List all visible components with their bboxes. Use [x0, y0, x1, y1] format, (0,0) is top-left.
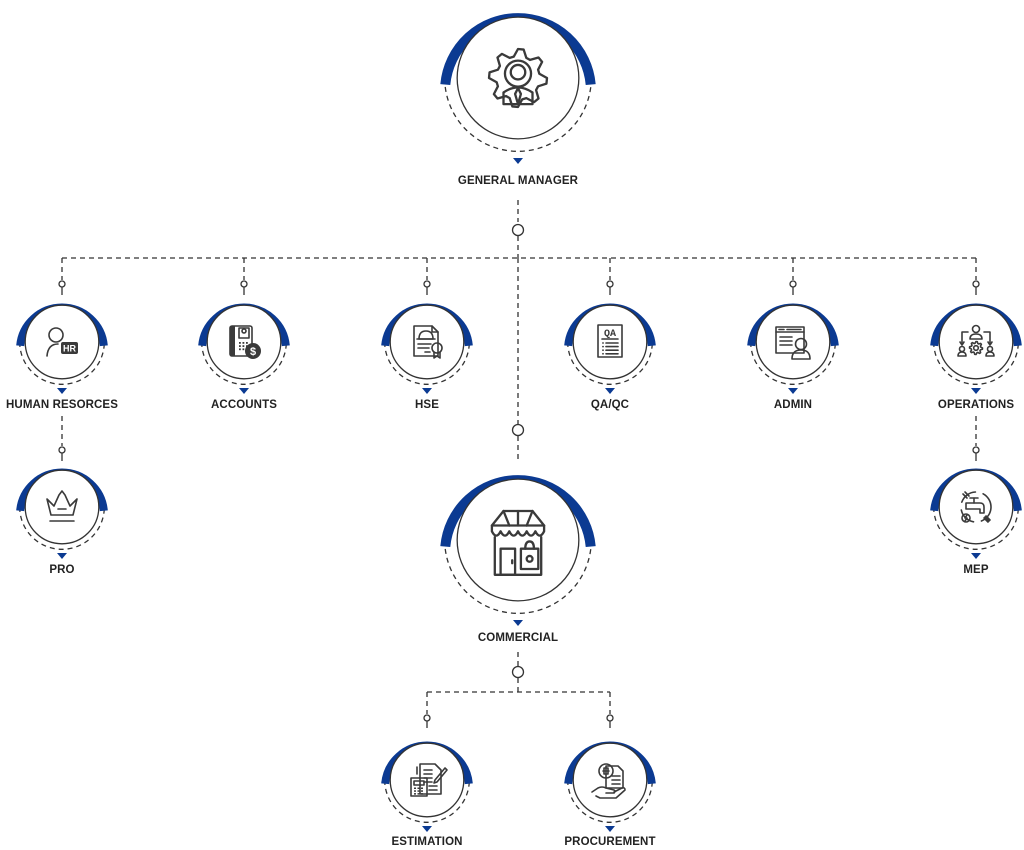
junction-node	[511, 223, 525, 237]
dashed-ring	[201, 341, 287, 385]
dashed-ring	[750, 341, 836, 385]
gear-person-icon	[487, 47, 549, 109]
node-circle[interactable]	[938, 469, 1014, 545]
hand-document-icon	[591, 763, 626, 799]
svg-text:QA: QA	[604, 329, 616, 340]
svg-text:HR: HR	[63, 344, 76, 354]
node-accounts[interactable]: $ ACCOUNTS	[198, 303, 290, 411]
node-mep[interactable]: MEP	[930, 468, 1022, 576]
safety-certificate-icon	[413, 325, 443, 359]
drop-pro	[58, 416, 66, 461]
dashed-ring	[384, 779, 470, 823]
storefront-icon	[490, 509, 546, 576]
node-commercial[interactable]: COMMERCIAL	[440, 475, 596, 644]
node-label: QA/QC	[591, 399, 629, 411]
node-label: MEP	[963, 564, 988, 576]
node-estimation[interactable]: ESTIMATION	[381, 741, 473, 848]
drop-admin	[789, 258, 797, 295]
node-circle[interactable]	[572, 742, 648, 818]
pointer-triangle-icon	[57, 553, 67, 559]
drop-commercial	[511, 258, 525, 462]
node-label: HUMAN RESORCES	[6, 399, 118, 411]
pointer-triangle-icon	[422, 826, 432, 832]
pointer-triangle-icon	[788, 388, 798, 394]
node-circle[interactable]	[456, 16, 580, 140]
dashed-ring	[933, 506, 1019, 550]
drop-commercial-children	[423, 652, 614, 728]
pointer-triangle-icon	[422, 388, 432, 394]
node-qa-qc[interactable]: QA QA/QC	[564, 303, 656, 411]
admin-window-person-icon	[775, 326, 811, 360]
node-operations[interactable]: OPERATIONS	[930, 303, 1022, 411]
node-label: PRO	[49, 564, 74, 576]
ledger-dollar-icon: $	[229, 325, 261, 359]
hr-person-icon: HR	[46, 327, 78, 357]
drop-operations	[972, 258, 980, 295]
node-label: ESTIMATION	[391, 836, 462, 848]
node-circle[interactable]	[572, 304, 648, 380]
pointer-triangle-icon	[971, 553, 981, 559]
pointer-triangle-icon	[605, 388, 615, 394]
node-label: HSE	[415, 399, 439, 411]
node-circle[interactable]	[456, 478, 580, 602]
dashed-ring	[567, 341, 653, 385]
drop-accounts	[240, 258, 248, 295]
pointer-triangle-icon	[513, 158, 523, 164]
drop-human-resources	[58, 258, 66, 295]
node-label: PROCUREMENT	[564, 836, 655, 848]
drop-qa-qc	[606, 258, 614, 295]
node-circle[interactable]	[755, 304, 831, 380]
node-label: COMMERCIAL	[478, 632, 558, 644]
node-circle[interactable]	[24, 304, 100, 380]
svg-text:$: $	[250, 346, 256, 358]
operations-team-gear-icon	[957, 324, 995, 357]
pointer-triangle-icon	[239, 388, 249, 394]
pointer-triangle-icon	[605, 826, 615, 832]
nodes: GENERAL MANAGER HR HUMAN RESORCES $ ACCOUNTS…	[6, 13, 1022, 848]
node-hse[interactable]: HSE	[381, 303, 473, 411]
pointer-triangle-icon	[513, 620, 523, 626]
crown-icon	[46, 490, 78, 522]
node-circle[interactable]	[389, 304, 465, 380]
pointer-triangle-icon	[971, 388, 981, 394]
node-label: OPERATIONS	[938, 399, 1014, 411]
dashed-ring	[567, 779, 653, 823]
dashed-ring	[933, 341, 1019, 385]
node-general-manager[interactable]: GENERAL MANAGER	[440, 13, 596, 187]
dashed-ring	[384, 341, 470, 385]
node-procurement[interactable]: PROCUREMENT	[564, 741, 656, 848]
node-admin[interactable]: ADMIN	[747, 303, 839, 411]
node-label: GENERAL MANAGER	[458, 175, 579, 187]
pointer-triangle-icon	[57, 388, 67, 394]
node-circle[interactable]	[24, 469, 100, 545]
node-human-resources[interactable]: HR HUMAN RESORCES	[6, 303, 118, 411]
drop-mep	[972, 416, 980, 461]
calculator-document-icon	[410, 763, 448, 797]
qa-document-icon: QA	[597, 324, 623, 358]
node-label: ADMIN	[774, 399, 812, 411]
connectors	[58, 200, 980, 728]
node-label: ACCOUNTS	[211, 399, 277, 411]
faucet-plug-icon	[960, 491, 992, 523]
dashed-ring	[19, 341, 105, 385]
dashed-ring	[19, 506, 105, 550]
drop-hse	[423, 258, 431, 295]
node-pro[interactable]: PRO	[16, 468, 108, 576]
